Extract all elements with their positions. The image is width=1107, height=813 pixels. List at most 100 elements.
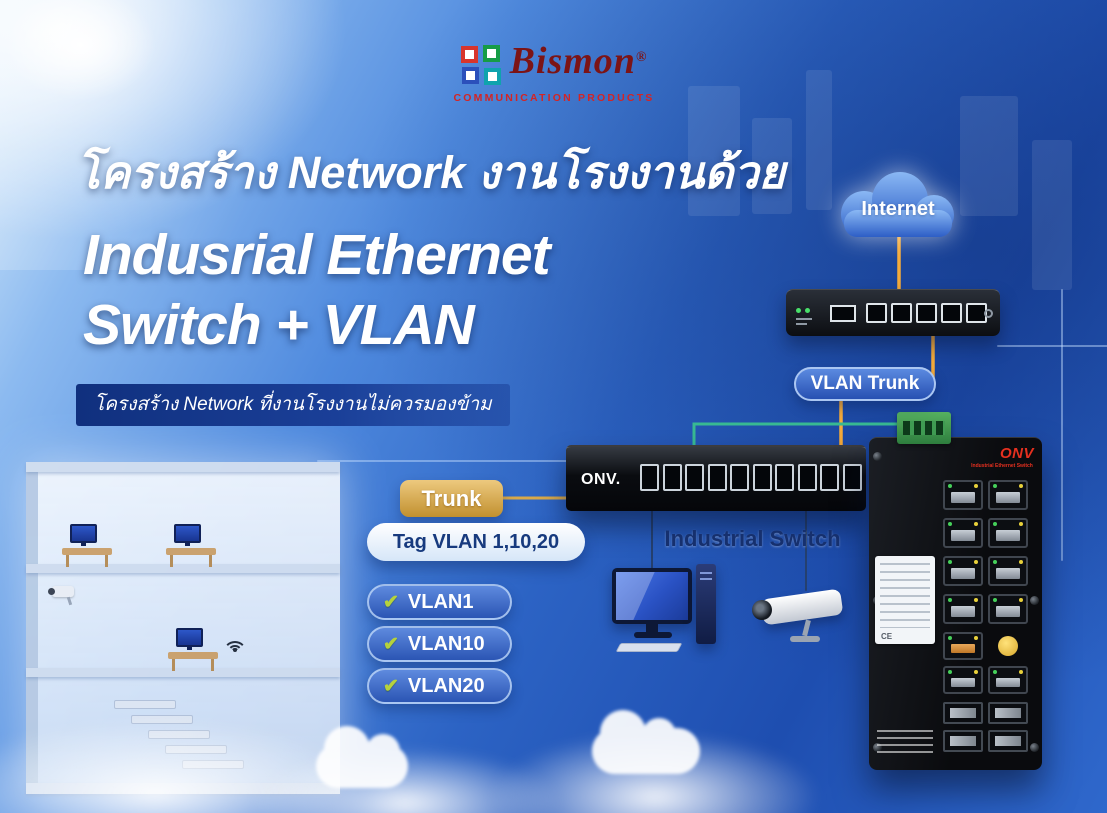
check-icon: ✔: [383, 591, 399, 613]
internet-label: Internet: [861, 198, 935, 220]
wifi-icon: [222, 630, 248, 652]
headline-subline: โครงสร้าง Network ที่งานโรงงานไม่ควรมองข…: [76, 384, 510, 426]
indicator-slot: [988, 632, 1028, 660]
rj45-port: [988, 594, 1028, 624]
headline-en-line2: Switch + VLAN: [83, 293, 475, 357]
skyline-building: [806, 70, 832, 210]
sfp-port: [988, 730, 1028, 752]
sfp-port-grid: [943, 702, 1028, 752]
rj45-port: [662, 464, 682, 491]
rj45-port: [988, 480, 1028, 510]
bottom-print: [877, 730, 933, 754]
sun-flare: [6, 0, 156, 100]
brand-logo-row: Bismon®: [460, 42, 648, 87]
headline-thai: โครงสร้าง Network งานโรงงานด้วย: [76, 147, 786, 198]
rj45-port: [988, 666, 1028, 694]
vlan1-pill: ✔ VLAN1: [367, 584, 512, 620]
router-port-row: [866, 303, 987, 323]
spec-label: CE: [875, 556, 935, 644]
screw-hole: [1030, 596, 1039, 605]
office-desk: [62, 548, 112, 567]
rj45-port: [640, 464, 659, 491]
router-device: [786, 289, 1000, 336]
indicator-dot: [998, 636, 1018, 656]
internet-cloud: Internet: [820, 168, 976, 244]
screw-hole: [1030, 743, 1039, 752]
router-led: [796, 308, 801, 313]
check-icon: ✔: [383, 633, 399, 655]
cloud-shape: [841, 172, 954, 237]
skyline-building: [688, 86, 740, 216]
rj45-port: [943, 666, 983, 694]
bismon-logo-icon: [460, 45, 503, 87]
cloud-puff: [316, 726, 408, 788]
rack-switch-port-row: [640, 464, 862, 491]
rj45-port: [775, 464, 794, 491]
terminal-block: [897, 412, 951, 444]
pc-tower: [696, 564, 716, 644]
office-desk: [168, 652, 218, 671]
building-wall: [26, 462, 38, 794]
vlan10-pill: ✔ VLAN10: [367, 626, 512, 662]
industrial-port-grid: [943, 480, 1028, 624]
office-monitor: [176, 628, 203, 650]
office-desk: [166, 548, 216, 567]
cloud-puff: [592, 710, 700, 774]
router-label-dash: [796, 318, 812, 320]
ce-mark: CE: [881, 632, 893, 641]
extra-port-row: [943, 666, 1028, 694]
floor-slab: [26, 564, 340, 573]
brand-name-text: Bismon: [509, 40, 636, 82]
rj45-port: [943, 594, 983, 624]
rj45-port: [943, 518, 983, 548]
camera-body: [760, 588, 844, 626]
console-port-row: [943, 632, 1028, 660]
spec-label-lines: [880, 563, 930, 628]
stair-step: [114, 700, 176, 709]
tag-vlan-badge: Tag VLAN 1,10,20: [367, 523, 585, 561]
wall-camera-icon: [48, 586, 74, 597]
pc-monitor: [612, 568, 692, 624]
skyline-building: [960, 96, 1018, 216]
power-port: [984, 309, 993, 318]
registered-mark: ®: [635, 50, 648, 65]
pc-base: [634, 632, 672, 638]
brand-name: Bismon®: [510, 42, 648, 80]
rj45-port: [752, 464, 772, 491]
cctv-camera: [752, 578, 860, 660]
vlan-pill-label: VLAN1: [407, 590, 474, 613]
brand-logo: Bismon® COMMUNICATION PRODUCTS: [438, 42, 670, 104]
router-label-dash: [796, 323, 807, 325]
rj45-port: [730, 464, 749, 491]
rj45-port: [916, 303, 937, 323]
router-led: [805, 308, 810, 313]
rj45-port: [797, 464, 817, 491]
vlan-pill-label: VLAN20: [407, 674, 485, 697]
camera-arm: [802, 619, 811, 637]
camera-base: [790, 636, 820, 642]
rj45-port: [943, 556, 983, 586]
skyline-building: [1032, 140, 1072, 290]
light-streak: [0, 0, 500, 270]
teal-link-line: [692, 422, 902, 448]
skyline-building: [752, 118, 792, 214]
rj45-port: [842, 464, 862, 491]
sfp-port: [988, 702, 1028, 724]
brand-tagline: COMMUNICATION PRODUCTS: [453, 92, 655, 104]
rj45-port: [988, 556, 1028, 586]
vlan-pill-label: VLAN10: [407, 632, 485, 655]
rj45-port: [988, 518, 1028, 548]
rj45-port: [707, 464, 727, 491]
industrial-switch-device: ONV Industrial Ethernet Switch: [869, 412, 1042, 770]
rj45-port: [891, 303, 912, 323]
trunk-badge: Trunk: [400, 480, 503, 517]
rack-switch-device: ONV.: [566, 445, 866, 511]
rj45-port: [820, 464, 839, 491]
sfp-port: [830, 305, 856, 322]
industrial-switch-caption: Industrial Ethernet Switch: [971, 463, 1033, 469]
office-monitor: [70, 524, 97, 546]
screw-hole: [873, 452, 882, 461]
industrial-switch-label: Industrial Switch: [664, 526, 841, 551]
vlan20-pill: ✔ VLAN20: [367, 668, 512, 704]
